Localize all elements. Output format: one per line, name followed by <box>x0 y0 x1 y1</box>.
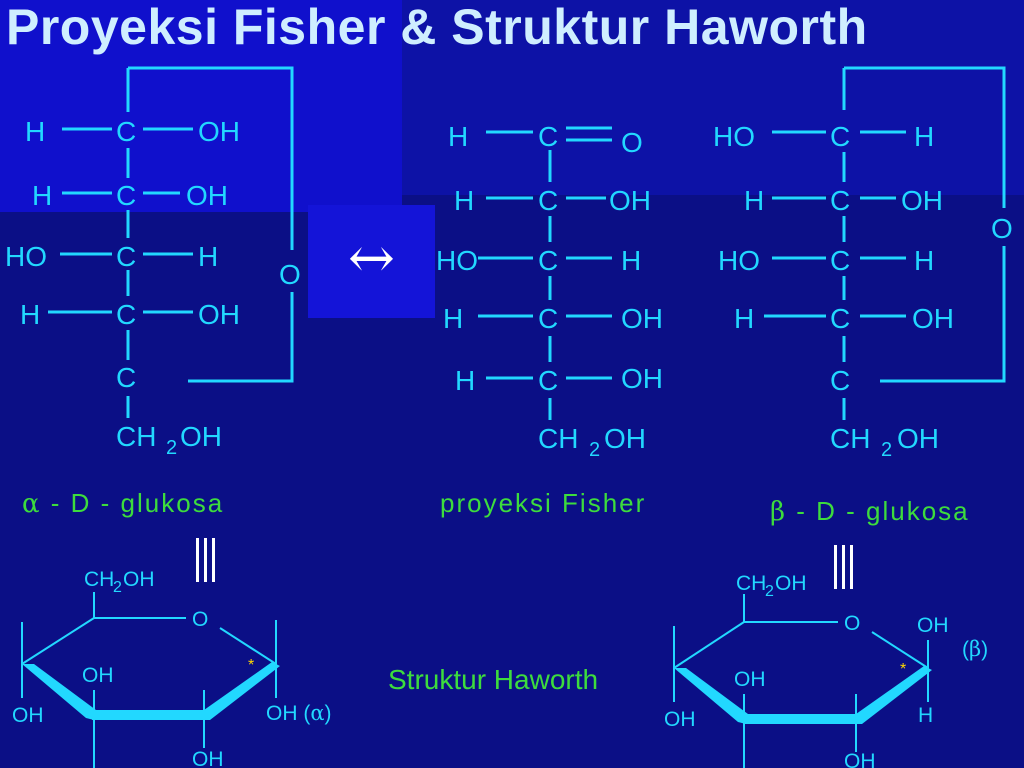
open-row5-left: H <box>455 365 475 396</box>
beta-row2-right: OH <box>901 185 943 216</box>
alpha-row3-left: HO <box>5 241 47 272</box>
alpha-row1-right: OH <box>198 116 240 147</box>
beta-caption: β - D - glukosa <box>770 496 970 527</box>
alpha-row4-left: H <box>20 299 40 330</box>
beta-haworth-oh-top-right: OH <box>917 614 949 637</box>
open-row4-right: OH <box>621 303 663 334</box>
alpha-haworth-oh-anomeric: OH (α) <box>266 701 332 725</box>
beta-haworth-anomeric-label: (β) <box>962 637 988 661</box>
beta-row1-center: C <box>830 121 850 152</box>
beta-row5-center: C <box>830 365 850 396</box>
beta-anomeric-asterisk-icon: * <box>900 661 906 678</box>
beta-row1-right: H <box>914 121 934 152</box>
beta-bottom-ch: CH <box>830 423 870 454</box>
open-row5-center: C <box>538 365 558 396</box>
open-row5-right: OH <box>621 363 663 394</box>
alpha-haworth-ring-o: O <box>192 608 208 631</box>
equivalence-icon-beta <box>834 545 856 589</box>
beta-haworth-h-anomeric: H <box>918 704 933 727</box>
open-bottom-ch: CH <box>538 423 578 454</box>
beta-row2-center: C <box>830 185 850 216</box>
open-row4-center: C <box>538 303 558 334</box>
open-row3-center: C <box>538 245 558 276</box>
open-row4-left: H <box>443 303 463 334</box>
alpha-haworth-oh-anomeric-text: OH ( <box>266 702 310 725</box>
fisher-projections: H C OH H C OH HO C H H C OH C O CH 2 OH … <box>5 66 1013 461</box>
beta-haworth-ch: CH <box>736 572 766 595</box>
beta-row3-left: HO <box>718 245 760 276</box>
alpha-haworth-oh-inner: OH <box>82 664 114 687</box>
alpha-row2-left: H <box>32 180 52 211</box>
beta-haworth-oh-left: OH <box>664 708 696 731</box>
alpha-row4-right: OH <box>198 299 240 330</box>
beta-row4-center: C <box>830 303 850 334</box>
background-panel-top-band <box>402 0 1024 195</box>
alpha-haworth-oh-left: OH <box>12 704 44 727</box>
alpha-row1-left: H <box>25 116 45 147</box>
background-panel-top-left <box>0 0 402 212</box>
open-bottom-sub: 2 <box>589 439 600 461</box>
open-row2-right: OH <box>609 185 651 216</box>
beta-row3-right: H <box>914 245 934 276</box>
open-row1-left: H <box>448 121 468 152</box>
beta-row4-right: OH <box>912 303 954 334</box>
alpha-haworth-oh-bottom: OH <box>192 748 224 768</box>
double-arrow-icon: ↔ <box>348 226 395 291</box>
beta-bottom-oh: OH <box>897 423 939 454</box>
beta-haworth-oh-inner: OH <box>734 668 766 691</box>
beta-row2-left: H <box>744 185 764 216</box>
beta-haworth-oh-bottom: OH <box>844 750 876 768</box>
alpha-row2-right: OH <box>186 180 228 211</box>
alpha-bottom-sub: 2 <box>166 437 177 459</box>
alpha-caption: α - D - glukosa <box>22 488 224 519</box>
open-row1-right: O <box>621 127 643 158</box>
open-row3-left: HO <box>436 245 478 276</box>
alpha-anomeric-asterisk-icon: * <box>248 657 254 674</box>
alpha-ring-oxygen: O <box>279 259 301 290</box>
open-row1-center: C <box>538 121 558 152</box>
open-bottom-oh: OH <box>604 423 646 454</box>
equivalence-icon-alpha <box>196 538 218 582</box>
beta-haworth-anomeric-symbol: β <box>969 637 981 661</box>
beta-row3-center: C <box>830 245 850 276</box>
alpha-haworth-ch-sub: 2 <box>113 579 122 596</box>
beta-bottom-sub: 2 <box>881 439 892 461</box>
beta-ring-oxygen: O <box>991 213 1013 244</box>
alpha-haworth-anomeric-symbol: α <box>310 701 324 725</box>
alpha-row3-right: H <box>198 241 218 272</box>
alpha-haworth-anomeric-close: ) <box>325 702 332 725</box>
beta-haworth-ch-tail: OH <box>775 572 807 595</box>
alpha-bottom-ch: CH <box>116 421 156 452</box>
open-row2-center: C <box>538 185 558 216</box>
alpha-row5-center: C <box>116 362 136 393</box>
beta-row1-left: HO <box>713 121 755 152</box>
beta-row4-left: H <box>734 303 754 334</box>
alpha-haworth-ch-tail: OH <box>123 568 155 591</box>
beta-haworth-ch-sub: 2 <box>765 583 774 600</box>
haworth-caption: Struktur Haworth <box>388 664 599 695</box>
alpha-row4-center: C <box>116 299 136 330</box>
open-row2-left: H <box>454 185 474 216</box>
alpha-haworth-ch: CH <box>84 568 114 591</box>
alpha-row1-center: C <box>116 116 136 147</box>
alpha-row3-center: C <box>116 241 136 272</box>
beta-symbol: β <box>770 497 788 527</box>
alpha-bottom-oh: OH <box>180 421 222 452</box>
alpha-row2-center: C <box>116 180 136 211</box>
resonance-arrow-box: ↔ <box>308 205 435 318</box>
beta-haworth-anomeric-close: ) <box>981 638 988 661</box>
beta-haworth-ring-o: O <box>844 612 860 635</box>
alpha-symbol: α <box>22 489 42 519</box>
slide-title: Proyeksi Fisher & Struktur Haworth <box>6 0 868 55</box>
alpha-caption-text: - D - glukosa <box>50 488 225 518</box>
beta-haworth-anomeric-open: ( <box>962 638 969 661</box>
fisher-caption: proyeksi Fisher <box>440 488 647 518</box>
open-row3-right: H <box>621 245 641 276</box>
beta-caption-text: - D - glukosa <box>796 496 970 526</box>
